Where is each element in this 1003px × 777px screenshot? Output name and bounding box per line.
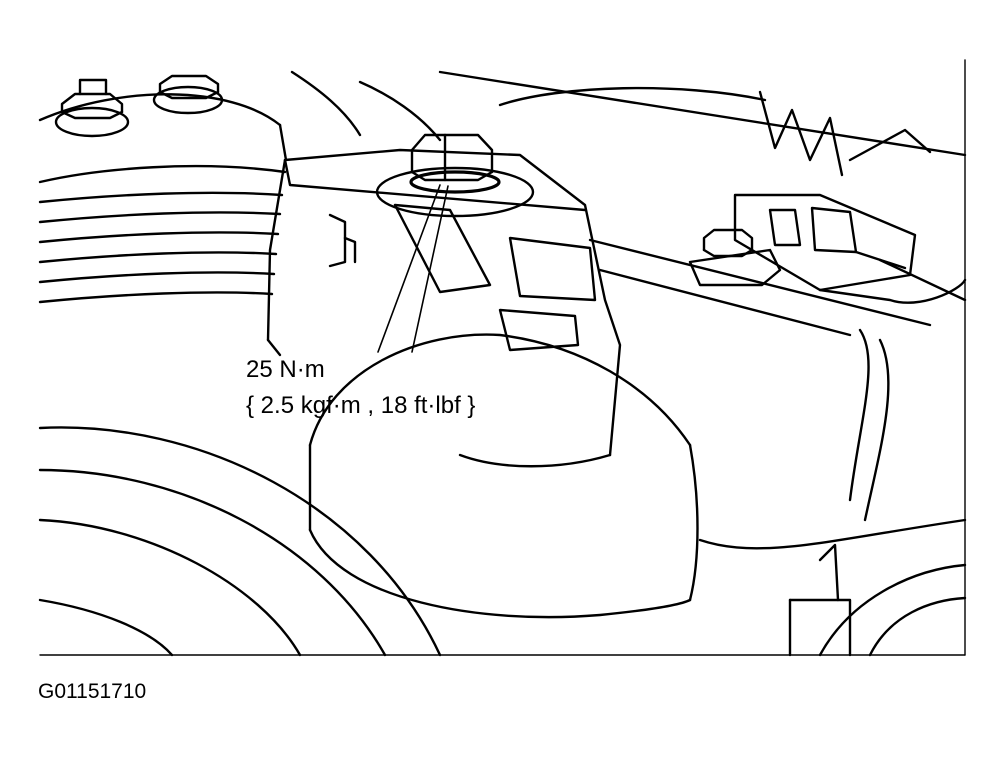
diagram-frame — [39, 59, 966, 656]
callout-leader — [377, 184, 449, 353]
torque-spec-alt-units: { 2.5 kgf·m , 18 ft·lbf } — [246, 392, 476, 419]
rubber-mount — [308, 333, 699, 619]
mount-bolt — [375, 133, 535, 218]
left-pulley — [38, 93, 288, 304]
right-hose — [733, 193, 967, 522]
lower-right-pulley — [698, 518, 967, 657]
torque-spec-label: 25 N·m — [246, 356, 325, 383]
line-art — [38, 59, 967, 657]
bolt-top-left — [54, 78, 130, 138]
figure-id: G01151710 — [38, 680, 147, 703]
lower-left-pulley — [38, 426, 442, 657]
engine-background — [290, 70, 967, 337]
bolt-top-center — [152, 74, 224, 115]
